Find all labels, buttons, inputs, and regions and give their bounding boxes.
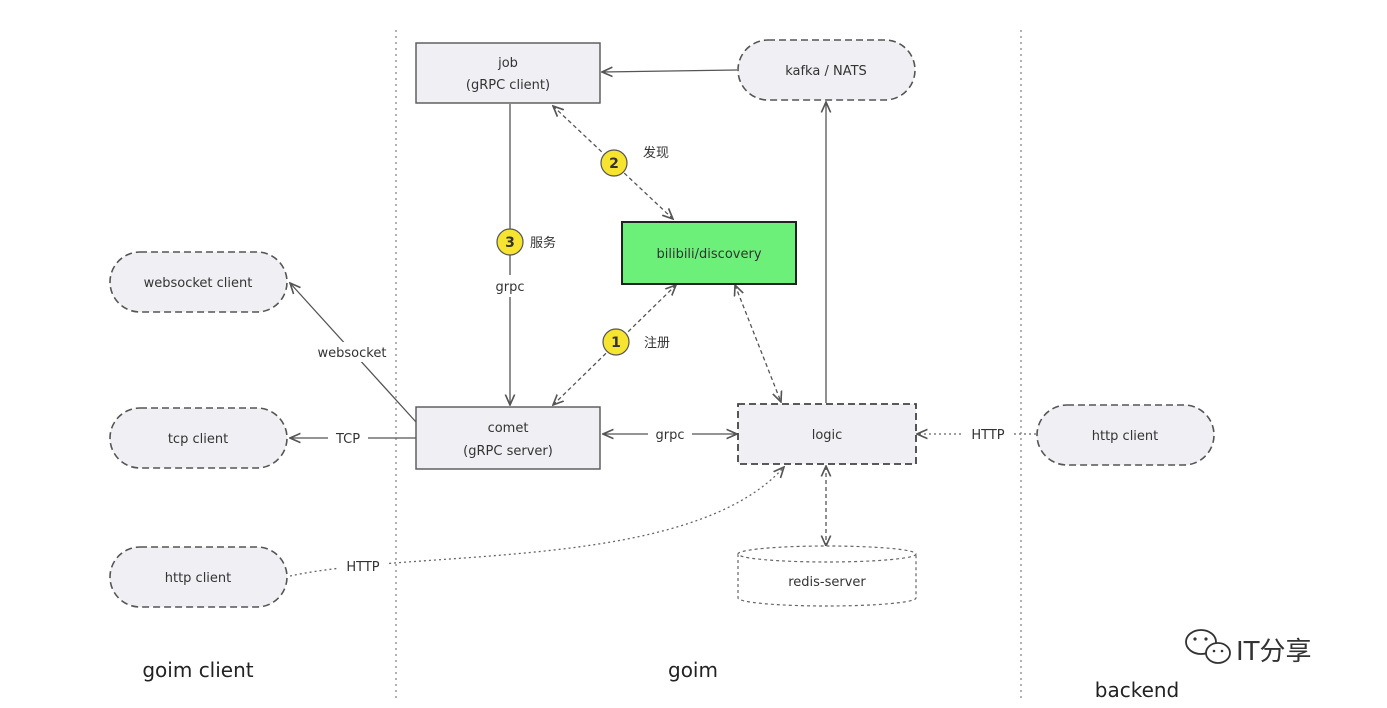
node-redis: redis-server [737,545,917,607]
watermark: IT分享 [1185,629,1312,667]
edge-label-tcp: TCP [335,432,360,447]
edge-discovery-logic [735,285,781,402]
node-logic-label: logic [812,428,843,443]
node-job: job (gRPC client) [415,42,601,104]
node-http-client-left-label: http client [165,571,232,586]
node-http-client-right-label: http client [1092,429,1159,444]
step-register: 1 注册 [602,328,670,356]
edge-label-http-backend: HTTP [971,428,1004,443]
step-label-register: 注册 [644,336,670,351]
node-kafka-label: kafka / NATS [785,64,867,79]
node-comet-name: comet [488,421,529,436]
node-http-client-right: http client [1036,404,1215,466]
node-kafka: kafka / NATS [737,39,916,101]
step-badge-3 [496,228,524,256]
node-discovery-label: bilibili/discovery [656,247,761,262]
zone-label-goim: goim [668,658,718,682]
node-tcp-client: tcp client [109,407,288,469]
zone-label-client: goim client [142,658,253,682]
zone-label-backend: backend [1095,678,1180,702]
node-websocket-client-label: websocket client [144,276,253,291]
edge-kafka-job [602,70,738,72]
edge-httpclient-logic [289,467,784,577]
watermark-text: IT分享 [1236,637,1312,667]
node-job-role: (gRPC client) [466,78,550,93]
edge-label-websocket: websocket [318,346,387,361]
step-badge-2 [600,149,628,177]
node-logic: logic [737,403,917,465]
step-number-1: 1 [611,335,621,351]
step-serve: 3 服务 [496,228,556,256]
node-http-client-left: http client [109,546,288,608]
edge-label-grpc-job-comet: grpc [496,280,525,295]
node-websocket-client: websocket client [109,251,288,313]
node-discovery: bilibili/discovery [621,221,797,285]
step-badge-1 [602,328,630,356]
node-job-name: job [497,56,518,71]
node-tcp-client-label: tcp client [168,432,228,447]
step-label-discover: 发现 [643,145,669,161]
edge-label-grpc-comet-logic: grpc [656,428,685,443]
wechat-icon [1185,629,1231,664]
step-number-2: 2 [609,156,619,172]
node-comet: comet (gRPC server) [415,406,601,470]
edge-label-http-client: HTTP [346,560,379,575]
node-comet-role: (gRPC server) [463,444,553,459]
step-discover: 2 发现 [600,145,669,177]
node-redis-label: redis-server [788,575,866,590]
step-label-serve: 服务 [530,235,556,251]
step-number-3: 3 [505,235,515,251]
